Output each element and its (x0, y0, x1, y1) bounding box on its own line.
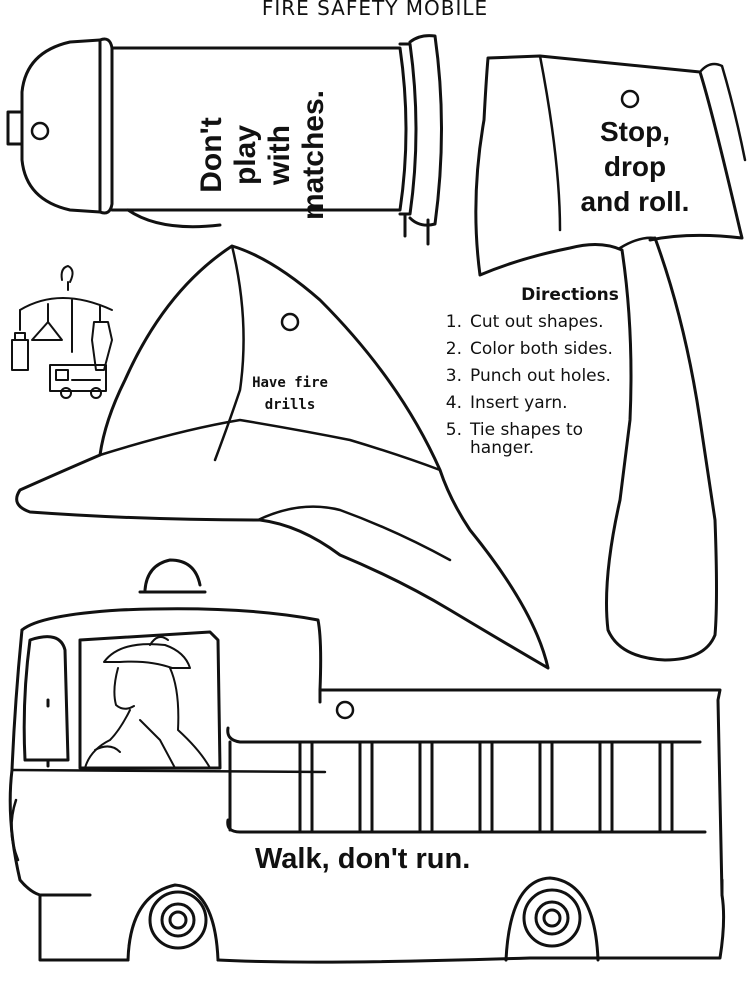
step-text: Insert yarn. (470, 393, 568, 413)
fire-truck-cutout (8, 558, 726, 964)
hydrant-hole (30, 121, 50, 141)
step-continuation: hanger. (470, 438, 535, 458)
axe-hole (620, 89, 640, 109)
direction-step: 1. Cut out shapes. (430, 309, 660, 336)
axe-message: Stop, drop and roll. (555, 114, 715, 219)
mobile-illustration-icon (11, 265, 113, 399)
step-text: Tie shapes to (470, 420, 584, 440)
direction-step: 5. Tie shapes to (430, 417, 660, 444)
truck-message: Walk, don't run. (255, 843, 471, 875)
truck-rear-wheel (522, 888, 582, 948)
axe-line: and roll. (580, 186, 690, 217)
step-text: Color both sides. (470, 339, 613, 359)
truck-body (318, 688, 724, 897)
truck-front-window (78, 630, 222, 770)
step-number: 2. (445, 339, 462, 359)
hydrant-line: play (229, 124, 262, 186)
axe-line: Stop, (600, 116, 670, 147)
axe-cutout (474, 54, 747, 662)
page-title: FIRE SAFETY MOBILE (261, 0, 489, 20)
step-number: 1. (445, 312, 462, 332)
truck-front-wheel (148, 890, 208, 950)
truck-front-wheel-arch (126, 883, 220, 962)
directions-panel: Directions 1. Cut out shapes. 2. Color b… (430, 285, 660, 458)
helmet-line: drills (264, 397, 316, 413)
hydrant-nozzle (6, 110, 24, 146)
hydrant-cutout (6, 34, 443, 246)
helmet-hole (280, 312, 300, 332)
hydrant-line: Don't (195, 117, 228, 193)
direction-step: 2. Color both sides. (430, 336, 660, 363)
helmet-cutout (15, 244, 550, 670)
step-number: 4. (445, 393, 462, 413)
hydrant-cap (408, 34, 443, 227)
truck-rear-wheel-arch (504, 876, 600, 962)
step-number: 5. (445, 420, 462, 440)
helmet-message: Have fire drills (240, 372, 340, 416)
step-number: 3. (445, 366, 462, 386)
truck-siren (143, 558, 202, 592)
helmet-line: Have fire (252, 375, 328, 391)
hydrant-body (110, 46, 408, 212)
truck-side-window (22, 635, 70, 762)
hydrant-line: with (263, 125, 296, 185)
directions-title: Directions (521, 285, 619, 305)
truck-cab (20, 607, 323, 692)
firefighter-figure (84, 635, 211, 769)
step-text: Cut out shapes. (470, 312, 604, 332)
direction-step: 4. Insert yarn. (430, 390, 660, 417)
step-text: Punch out holes. (470, 366, 611, 386)
truck-hole (335, 700, 355, 720)
truck-ladder (226, 726, 702, 744)
hydrant-message: Don't play with matches. (195, 70, 331, 240)
axe-outline (474, 54, 744, 662)
hydrant-line: matches. (297, 89, 330, 221)
direction-step: 3. Punch out holes. (430, 363, 660, 390)
axe-line: drop (603, 151, 667, 182)
